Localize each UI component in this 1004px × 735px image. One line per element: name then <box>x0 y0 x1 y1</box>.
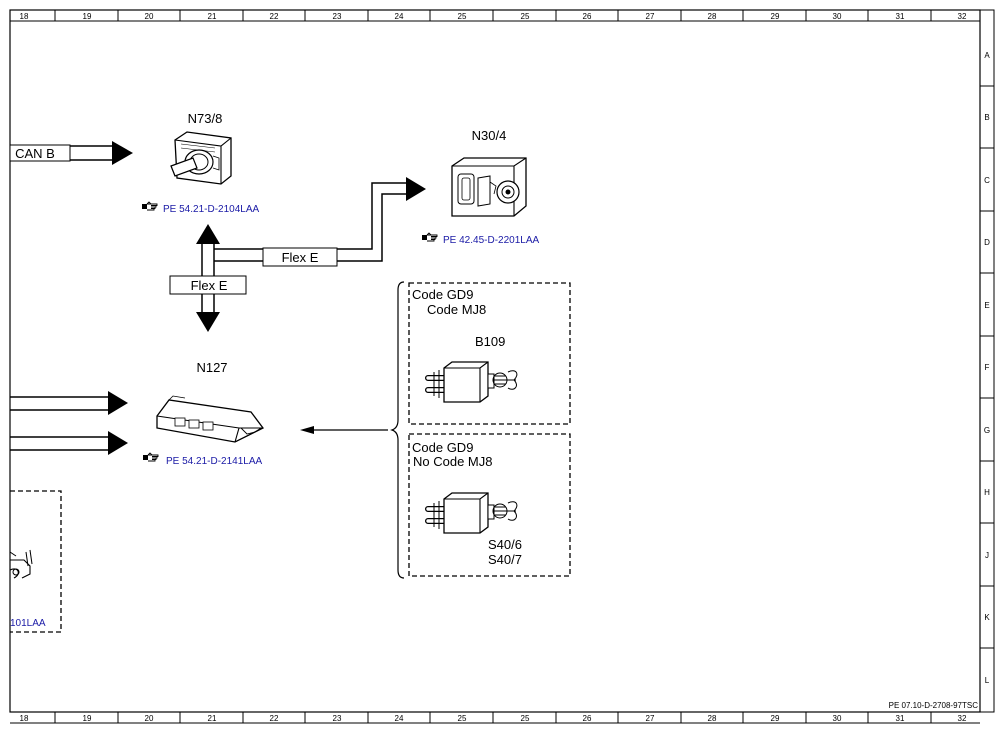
drawing-frame <box>9 9 981 713</box>
row-label: G <box>984 426 990 435</box>
sensor-connector-icon <box>428 362 517 402</box>
row-strip <box>979 9 995 713</box>
row-label: J <box>985 551 989 560</box>
col-label: 25 <box>521 12 530 21</box>
row-label: C <box>984 176 990 185</box>
col-label: 31 <box>896 714 905 723</box>
col-label: 22 <box>270 714 279 723</box>
col-label: 26 <box>583 12 592 21</box>
partial-connector-icon <box>9 549 33 579</box>
col-label: 29 <box>771 12 780 21</box>
col-label: 20 <box>145 12 154 21</box>
row-label: F <box>985 363 990 372</box>
ignition-switch-icon <box>170 131 232 185</box>
arrow-right-icon <box>406 177 426 201</box>
col-label: 25 <box>458 714 467 723</box>
col-label: 19 <box>83 12 92 21</box>
component-ref-link[interactable]: 101LAA <box>10 618 46 629</box>
component-label: N127 <box>196 360 227 375</box>
component-label: N30/4 <box>472 128 507 143</box>
arrow-right-icon <box>108 431 128 455</box>
component-label: S40/6 <box>488 537 522 552</box>
col-label: 18 <box>20 714 29 723</box>
reference-hand-icon <box>421 232 438 242</box>
arrow-right-icon <box>108 391 128 415</box>
reference-hand-icon <box>141 201 158 211</box>
row-label: H <box>984 488 990 497</box>
row-label: E <box>984 301 989 310</box>
component-n73-8[interactable]: N73/8 PE 54.21-D-2104LAA <box>141 111 260 215</box>
code-box-bottom: Code GD9 No Code MJ8 S40/6 S40/7 <box>408 433 571 577</box>
col-label: 28 <box>708 12 717 21</box>
col-label: 18 <box>20 12 29 21</box>
col-label: 25 <box>521 714 530 723</box>
col-label: 24 <box>395 714 404 723</box>
reference-hand-icon <box>142 452 159 462</box>
bus-label-flex-e: Flex E <box>191 278 228 293</box>
col-label: 30 <box>833 714 842 723</box>
option-brace <box>390 281 405 579</box>
code-condition: No Code MJ8 <box>413 454 492 469</box>
col-label: 23 <box>333 714 342 723</box>
component-ref-link[interactable]: PE 54.21-D-2141LAA <box>166 456 263 467</box>
col-label: 29 <box>771 714 780 723</box>
flex-e-branch-bus: Flex E <box>214 177 426 267</box>
component-label: B109 <box>475 334 505 349</box>
arrow-right-icon <box>112 141 133 165</box>
col-label: 30 <box>833 12 842 21</box>
switch-connector-icon <box>428 493 517 533</box>
component-n127[interactable]: N127 PE 54.21-D-2141LAA <box>142 360 264 467</box>
row-label: B <box>984 113 989 122</box>
partial-component-box: 101LAA <box>9 490 62 633</box>
col-label: 32 <box>958 714 967 723</box>
component-label: S40/7 <box>488 552 522 567</box>
component-ref-link[interactable]: PE 54.21-D-2104LAA <box>163 204 260 215</box>
row-dividers <box>980 85 994 649</box>
abs-module-icon <box>451 157 527 217</box>
col-label: 32 <box>958 12 967 21</box>
bus-label-flex-e: Flex E <box>282 250 319 265</box>
row-label: K <box>984 613 990 622</box>
bus-label-can-b: CAN B <box>15 146 55 161</box>
row-label: L <box>985 676 990 685</box>
col-label: 23 <box>333 12 342 21</box>
arrow-up-icon <box>196 224 220 244</box>
row-label: A <box>984 51 990 60</box>
signal-arrow-to-n127 <box>300 426 388 434</box>
col-label: 19 <box>83 714 92 723</box>
flex-e-vertical-bus: Flex E <box>169 224 247 332</box>
code-box-top: Code GD9 Code MJ8 B109 <box>408 282 571 425</box>
column-labels-bottom: 18 19 20 21 22 23 24 25 25 26 27 28 29 3… <box>20 714 967 723</box>
col-label: 21 <box>208 12 217 21</box>
col-label: 21 <box>208 714 217 723</box>
col-label: 27 <box>646 12 655 21</box>
can-b-bus: CAN B <box>9 141 133 165</box>
row-labels: A B C D E F G H J K L <box>984 51 990 685</box>
col-label: 27 <box>646 714 655 723</box>
arrow-down-icon <box>196 312 220 332</box>
component-ref-link[interactable]: PE 42.45-D-2201LAA <box>443 235 540 246</box>
column-labels-top: 18 19 20 21 22 23 24 25 25 26 27 28 29 3… <box>20 12 967 21</box>
incoming-bus-upper <box>10 391 128 415</box>
col-label: 25 <box>458 12 467 21</box>
code-condition: Code GD9 <box>412 440 473 455</box>
col-label: 28 <box>708 714 717 723</box>
col-label: 24 <box>395 12 404 21</box>
control-unit-icon <box>156 395 264 443</box>
col-label: 20 <box>145 714 154 723</box>
col-label: 31 <box>896 12 905 21</box>
code-condition: Code GD9 <box>412 287 473 302</box>
incoming-bus-lower <box>10 431 128 455</box>
document-id: PE 07.10-D-2708-97TSC <box>889 701 979 710</box>
code-condition: Code MJ8 <box>427 302 486 317</box>
column-dividers <box>54 10 932 723</box>
component-label: N73/8 <box>188 111 223 126</box>
row-label: D <box>984 238 990 247</box>
arrow-left-icon <box>300 426 314 434</box>
col-label: 22 <box>270 12 279 21</box>
col-label: 26 <box>583 714 592 723</box>
component-n30-4[interactable]: N30/4 PE 42.45-D-2201LAA <box>421 128 540 246</box>
